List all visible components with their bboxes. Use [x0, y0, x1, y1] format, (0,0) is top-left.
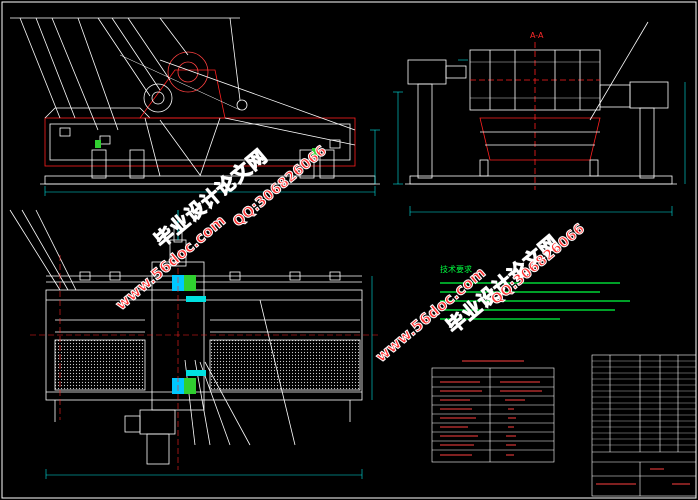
plan-view-highlights	[172, 275, 206, 394]
parameter-table	[431, 367, 555, 463]
parameter-table-marks	[440, 360, 542, 456]
plan-view-centerlines	[30, 250, 380, 470]
front-view-dimensions	[44, 129, 380, 196]
front-elevation-view	[10, 17, 380, 185]
side-view	[405, 21, 677, 190]
plan-view	[9, 209, 363, 465]
parts-list-rows	[592, 360, 696, 446]
section-label: A-A	[530, 31, 544, 40]
side-view-dimensions	[393, 59, 686, 216]
parts-list	[591, 354, 697, 497]
tech-requirements-title: 技术要求	[440, 264, 472, 274]
plan-view-dimensions	[45, 276, 373, 479]
title-block-marks	[596, 468, 690, 485]
tech-requirements-lines	[440, 282, 630, 320]
